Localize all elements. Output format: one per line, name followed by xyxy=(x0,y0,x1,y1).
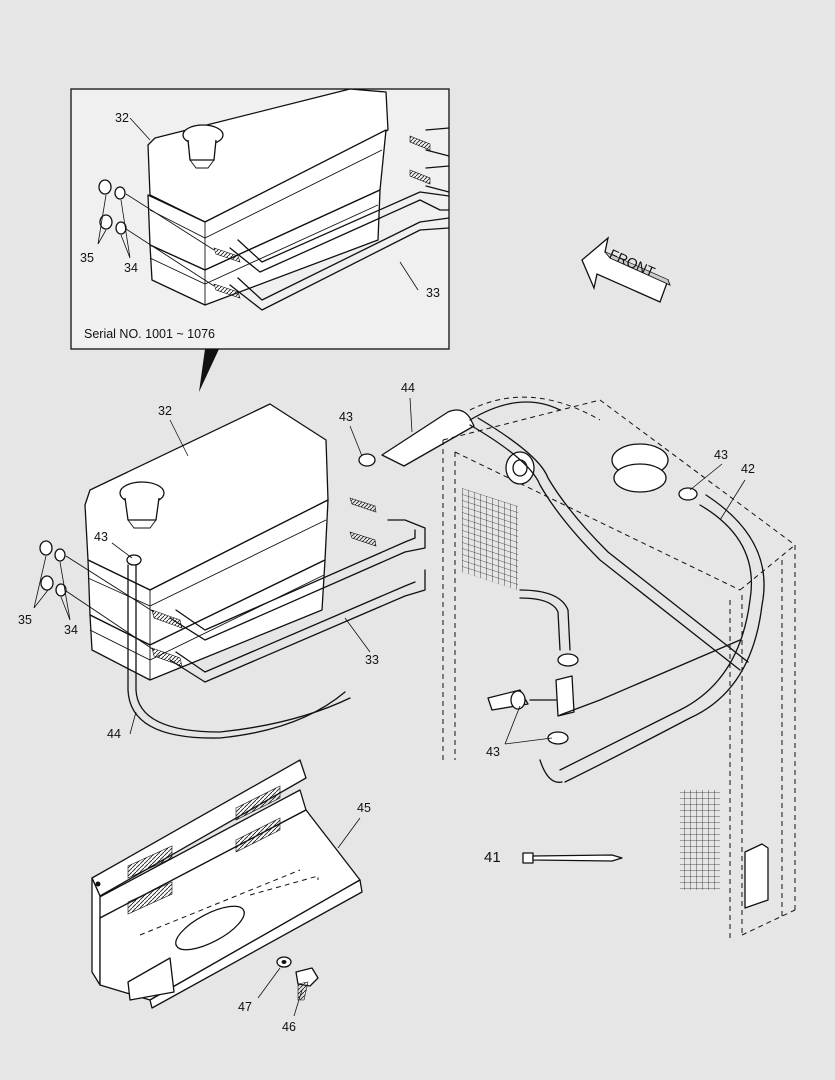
label-42: 42 xyxy=(741,462,755,476)
label-44-lower: 44 xyxy=(107,727,121,741)
inset-caption: Serial NO. 1001 ~ 1076 xyxy=(84,327,215,341)
label-32: 32 xyxy=(158,404,172,418)
inner-pipes xyxy=(469,417,749,745)
label-35-inset: 35 xyxy=(80,251,94,265)
bolt-and-washer xyxy=(276,956,319,1001)
label-34: 34 xyxy=(64,623,78,637)
radiator-hose xyxy=(539,487,765,783)
radiator-frame xyxy=(442,399,796,940)
label-43-tank: 43 xyxy=(94,530,108,544)
front-direction-arrow: FRONT xyxy=(581,236,671,303)
inset-pointer xyxy=(199,349,219,392)
label-43-radiator: 43 xyxy=(714,448,728,462)
cable-tie xyxy=(522,852,623,864)
label-32-inset: 32 xyxy=(115,111,129,125)
label-43-bottom: 43 xyxy=(486,745,500,759)
part-number-labels: 32 35 34 33 Serial NO. 1001 ~ 1076 32 43… xyxy=(18,111,755,1034)
inset-detail xyxy=(70,88,450,392)
inset-tank-drawing xyxy=(97,88,450,311)
label-45: 45 xyxy=(357,801,371,815)
tank-bracket xyxy=(91,759,363,1009)
label-43-hose: 43 xyxy=(339,410,353,424)
label-33-inset: 33 xyxy=(426,286,440,300)
leader-lines xyxy=(33,397,746,1017)
label-34-inset: 34 xyxy=(124,261,138,275)
label-44-upper: 44 xyxy=(401,381,415,395)
label-47: 47 xyxy=(238,1000,252,1014)
overflow-hose-upper xyxy=(358,396,601,467)
overflow-hose-lower xyxy=(127,564,351,739)
coolant-reserve-tank xyxy=(39,403,426,683)
label-41: 41 xyxy=(484,849,501,866)
label-33: 33 xyxy=(365,653,379,667)
label-46: 46 xyxy=(282,1020,296,1034)
label-35: 35 xyxy=(18,613,32,627)
